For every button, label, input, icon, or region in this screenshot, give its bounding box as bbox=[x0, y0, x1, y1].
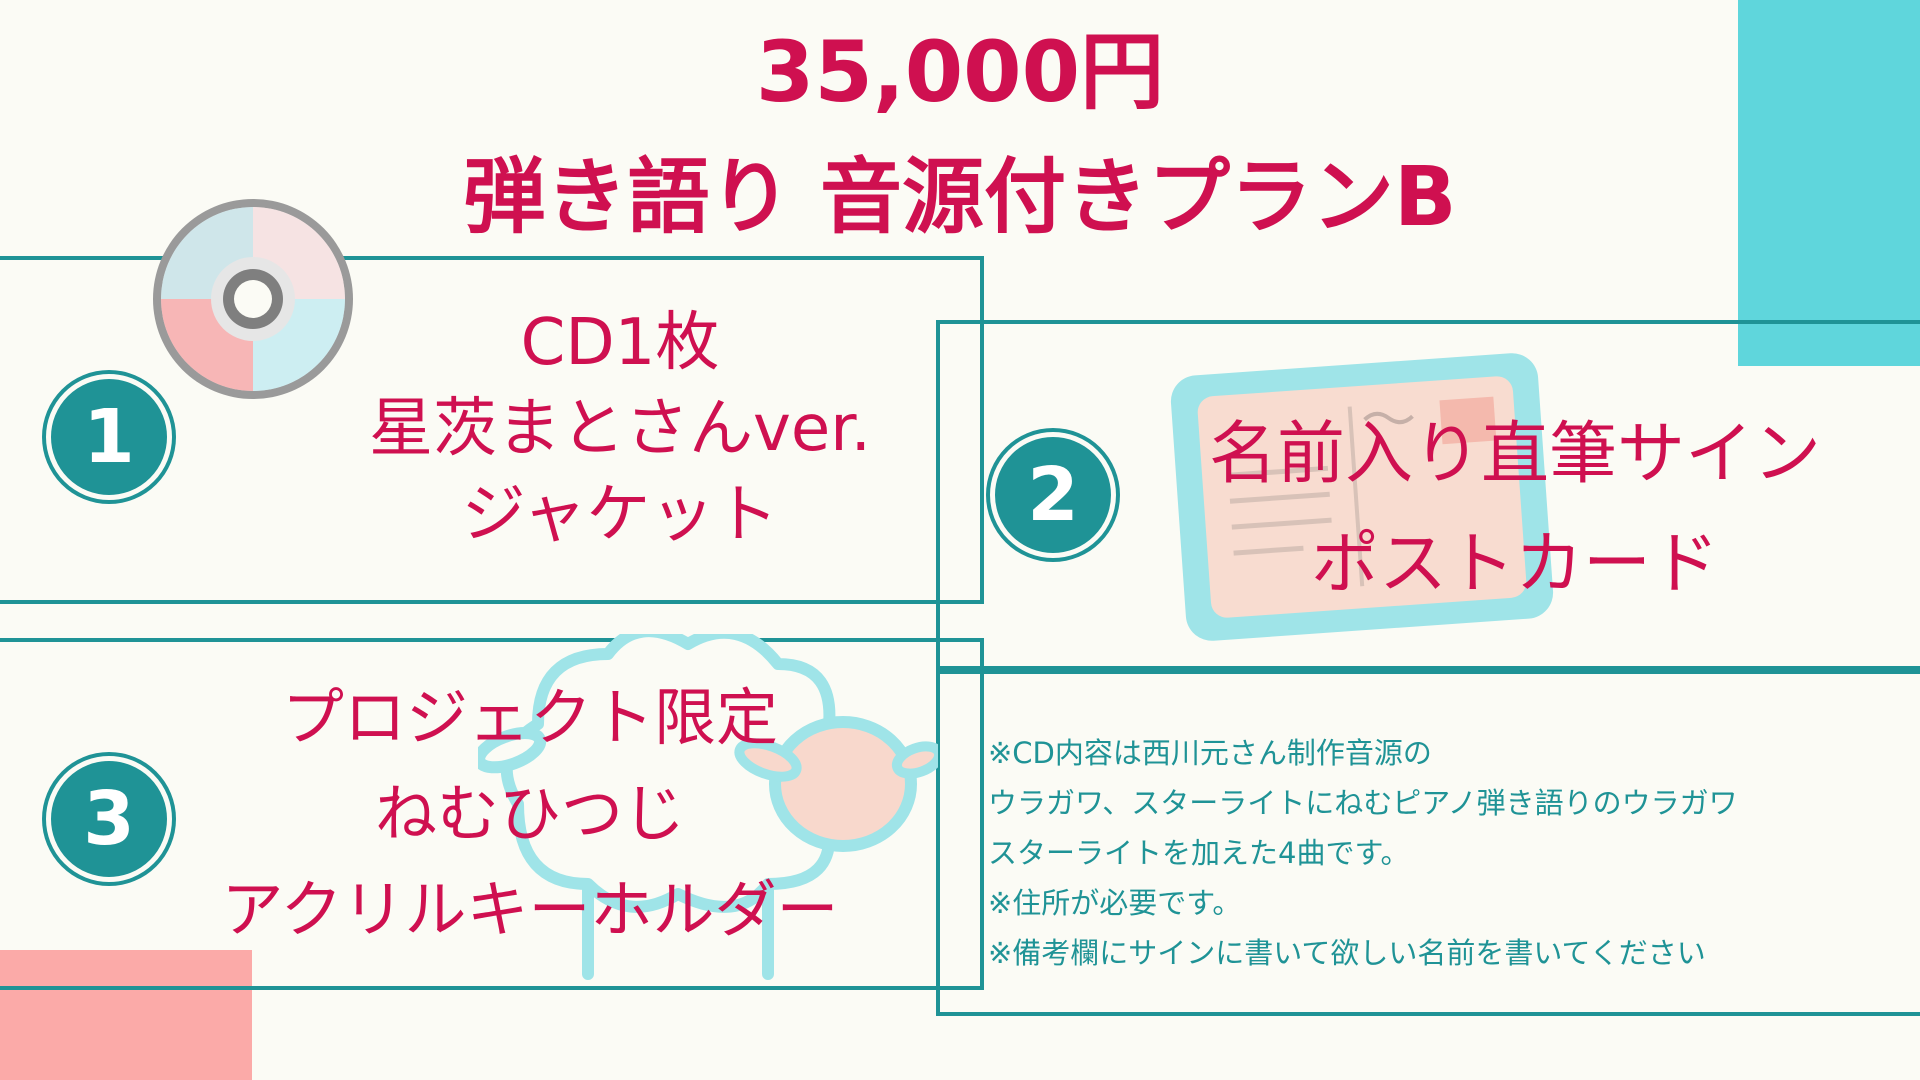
item-2-frame bbox=[936, 320, 1920, 670]
plan-title: 弾き語り 音源付きプランB bbox=[463, 150, 1457, 245]
item-3-text: プロジェクト限定 ねむひつじ アクリルキーホルダー bbox=[130, 670, 930, 958]
item-3-line-3: アクリルキーホルダー bbox=[221, 873, 839, 946]
sheep-icon bbox=[478, 634, 938, 980]
item-1-text: CD1枚 星茨まとさんver. ジャケット bbox=[270, 300, 970, 558]
cd-icon bbox=[153, 199, 353, 399]
decorative-teal-block bbox=[1738, 0, 1920, 366]
item-2-number-badge: 2 bbox=[990, 432, 1116, 558]
item-2-text: 名前入り直筆サイン ポストカード bbox=[1110, 400, 1920, 620]
item-1-line-2: 星茨まとさんver. bbox=[368, 392, 872, 466]
notes-frame bbox=[936, 670, 1920, 1016]
item-3-line-1: プロジェクト限定 bbox=[281, 681, 778, 754]
item-1-line-1: CD1枚 bbox=[520, 306, 720, 380]
notes-text: ※CD内容は西川元さん制作音源の ウラガワ、スターライトにねむピアノ弾き語りのウ… bbox=[988, 728, 1918, 978]
note-line-1: ※CD内容は西川元さん制作音源の bbox=[988, 736, 1432, 770]
item-2-line-2: ポストカード bbox=[1310, 525, 1719, 604]
item-3-line-2: ねむひつじ bbox=[374, 777, 685, 850]
item-2-line-1: 名前入り直筆サイン bbox=[1208, 415, 1821, 494]
item-3-frame bbox=[0, 638, 984, 990]
item-3-number-badge: 3 bbox=[46, 756, 172, 882]
note-line-3: スターライトを加えた4曲です。 bbox=[988, 836, 1410, 870]
note-line-2: ウラガワ、スターライトにねむピアノ弾き語りのウラガワ bbox=[988, 786, 1738, 820]
postcard-icon bbox=[1170, 353, 1554, 641]
item-1-number-badge: 1 bbox=[46, 374, 172, 500]
note-line-5: ※備考欄にサインに書いて欲しい名前を書いてください bbox=[988, 936, 1706, 970]
price-title: 35,000円 bbox=[755, 23, 1165, 121]
note-line-4: ※住所が必要です。 bbox=[988, 886, 1242, 920]
decorative-pink-block bbox=[0, 950, 252, 1080]
item-1-frame bbox=[0, 256, 984, 604]
item-1-line-3: ジャケット bbox=[461, 478, 779, 552]
